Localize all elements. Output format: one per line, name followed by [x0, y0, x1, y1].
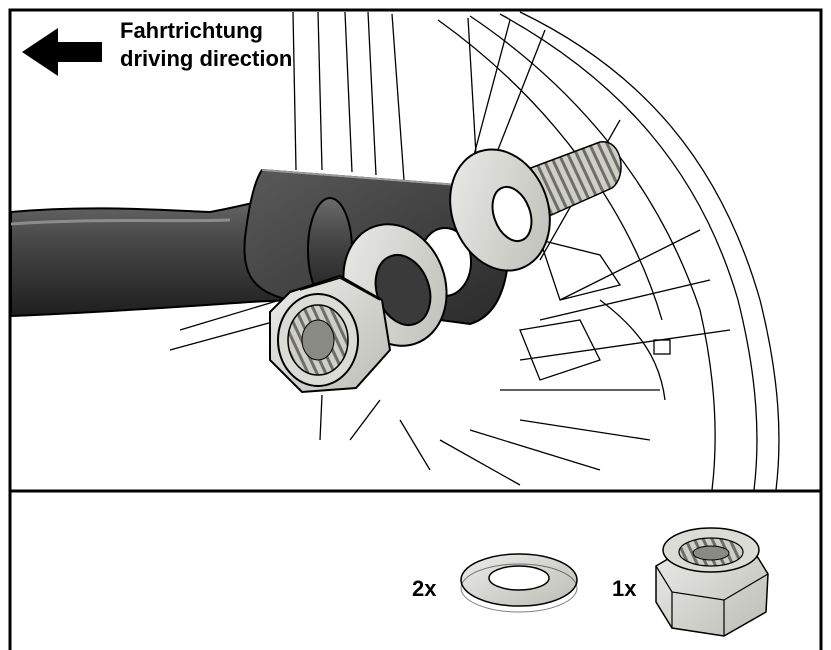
- nut-quantity: 1x: [612, 576, 637, 601]
- lock-nut: [269, 274, 392, 394]
- wheel-outline: [169, 11, 780, 490]
- direction-label-en: driving direction: [120, 46, 293, 71]
- washer-quantity: 2x: [412, 576, 437, 601]
- washer-rear: [449, 148, 551, 272]
- arrow-left-icon: [22, 28, 102, 76]
- washer-icon: [460, 553, 578, 613]
- direction-label-de: Fahrtrichtung: [120, 18, 263, 43]
- hex-lock-nut-icon: [655, 527, 769, 637]
